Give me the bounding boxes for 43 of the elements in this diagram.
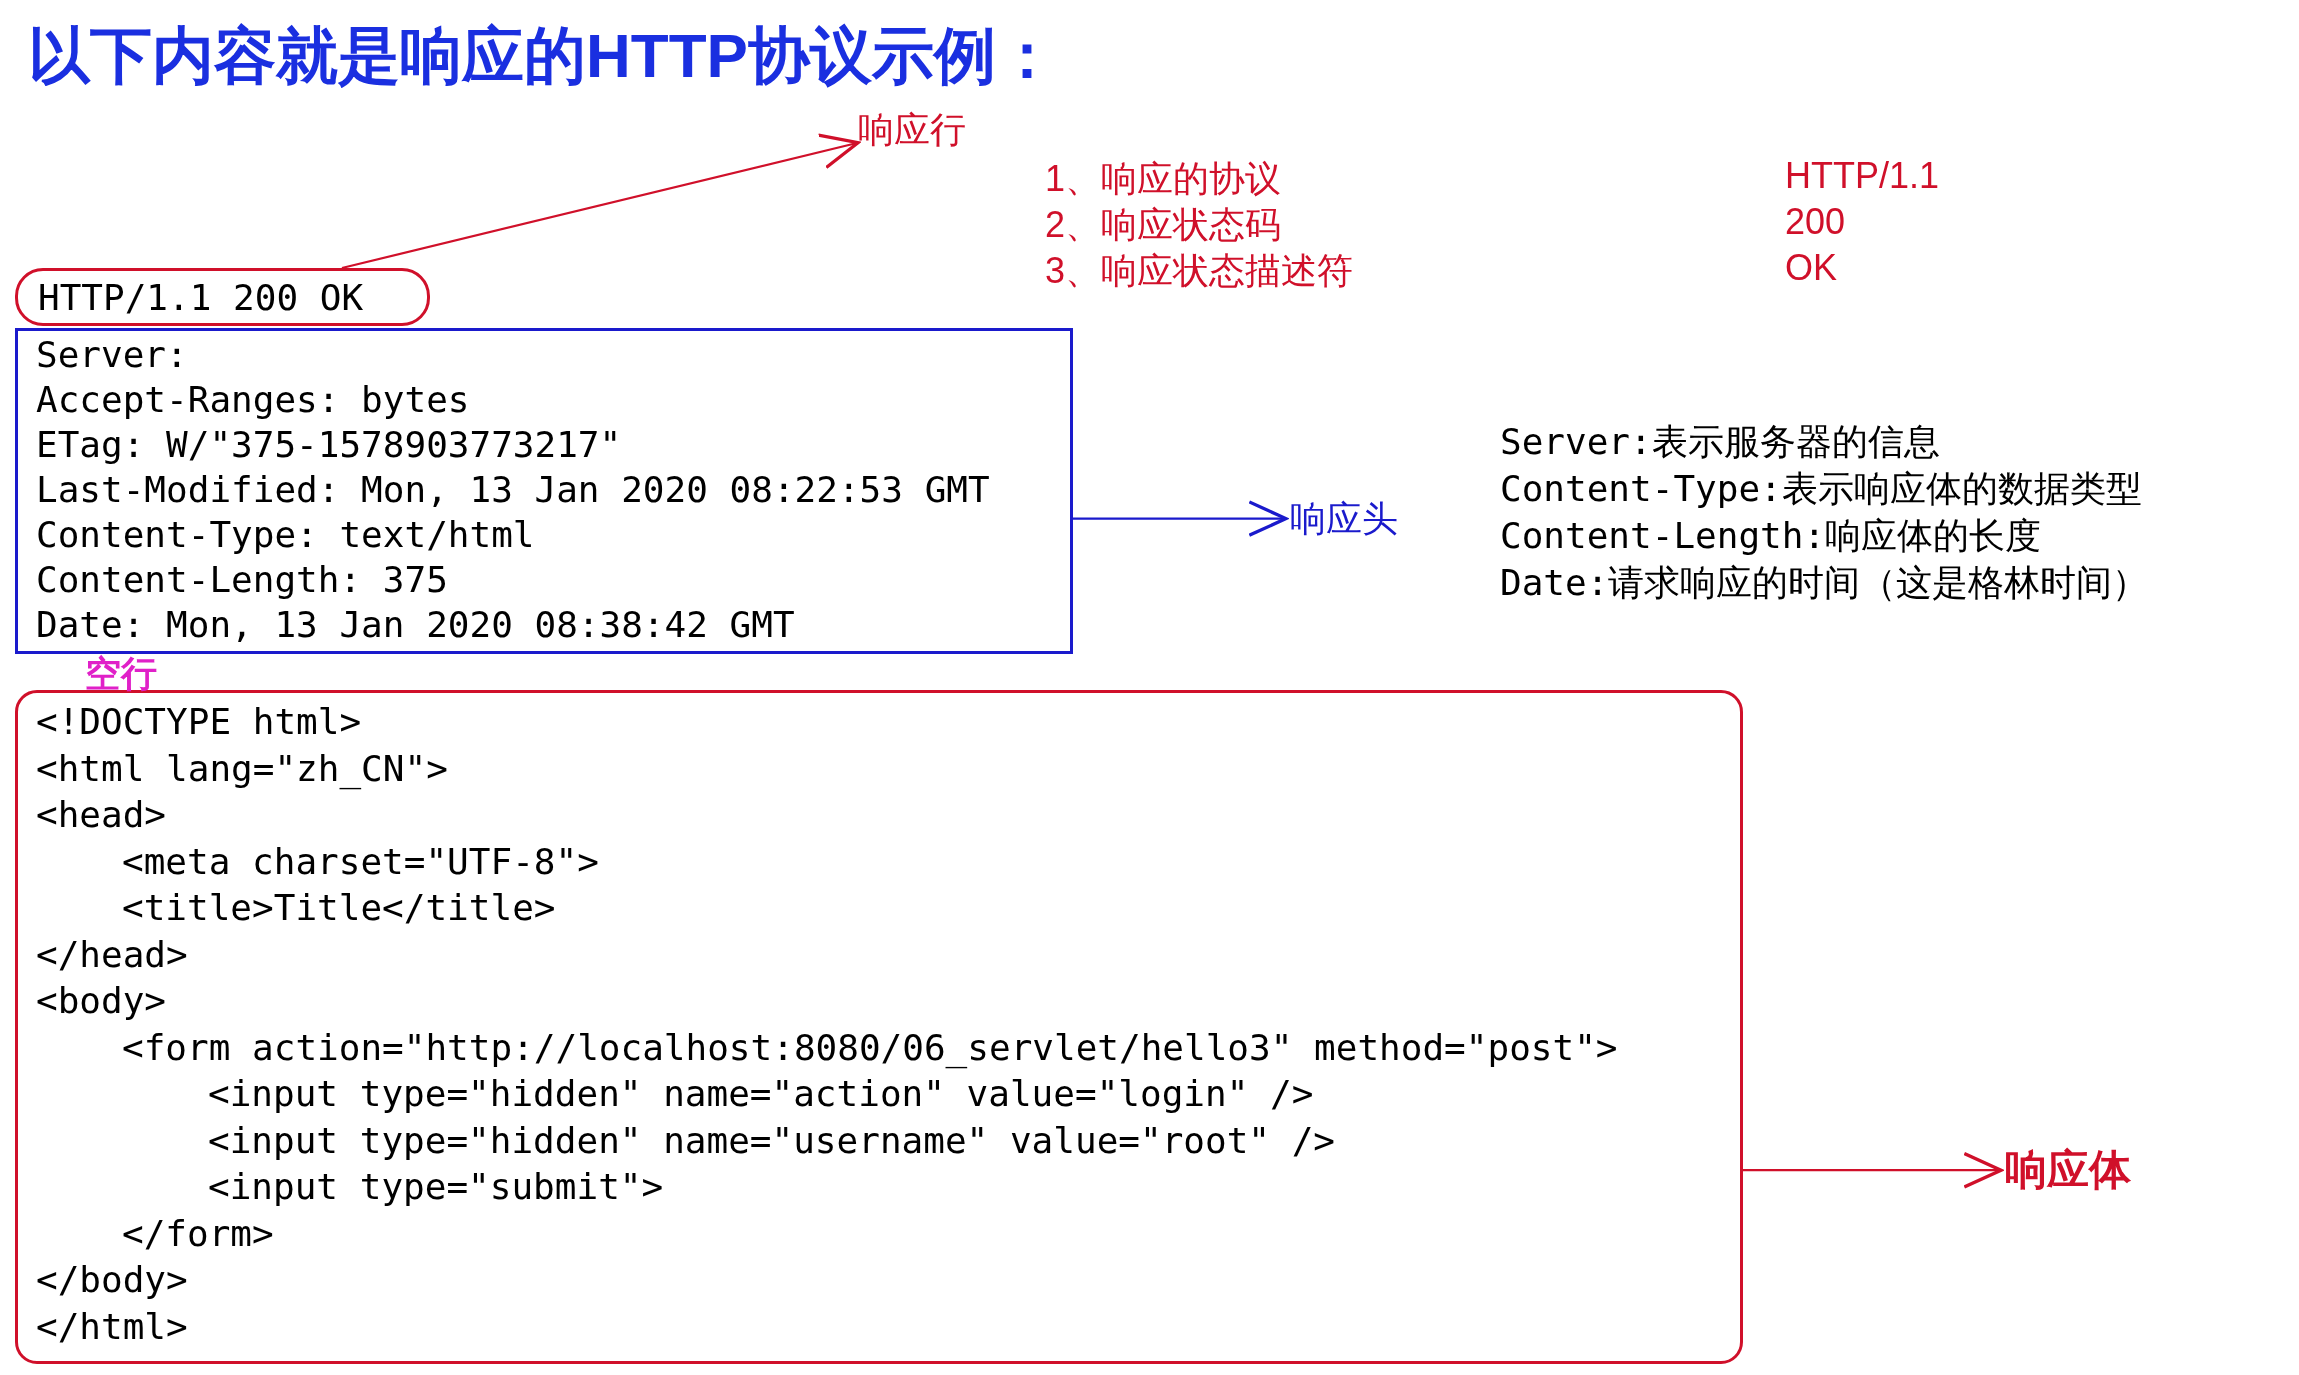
code-line: Content-Type: text/html — [36, 513, 535, 557]
code-line: <input type="hidden" name="action" value="login" /> — [208, 1072, 1314, 1116]
note-text: Content-Type:表示响应体的数据类型 — [1500, 467, 2142, 511]
code-line: </html> — [36, 1304, 188, 1349]
code-line: Content-Length: 375 — [36, 558, 448, 602]
code-line: <input type="submit"> — [208, 1165, 664, 1209]
arrow — [341, 133, 860, 270]
value-text: OK — [1785, 247, 1837, 289]
list-item: 2、响应状态码 — [1045, 203, 1282, 247]
value-text: 200 — [1785, 201, 1846, 243]
code-line: <html lang="zh_CN"> — [36, 746, 448, 792]
note-text: Content-Length:响应体的长度 — [1500, 514, 2042, 558]
code-line: </body> — [36, 1258, 188, 1302]
status-line-box — [15, 268, 430, 326]
annotation-text: 空行 — [85, 652, 157, 696]
code-line: </head> — [36, 932, 188, 977]
callout-text: 响应头 — [1290, 497, 1398, 541]
code-line: ETag: W/"375-1578903773217" — [36, 423, 622, 467]
value-text: HTTP/1.1 — [1785, 155, 1940, 197]
code-line: <input type="hidden" name="username" value="root" /> — [208, 1118, 1336, 1163]
code-line: <meta charset="UTF-8"> — [122, 839, 599, 884]
page-title: 以下内容就是响应的HTTP协议示例： — [28, 20, 1058, 92]
code-line: <form action="http://localhost:8080/06_servlet/hello3" method="post"> — [122, 1025, 1618, 1071]
note-text: Server:表示服务器的信息 — [1500, 420, 1940, 464]
code-line: <head> — [36, 793, 167, 837]
code-line: Server: — [36, 333, 188, 377]
code-line: <!DOCTYPE html> — [36, 700, 362, 744]
list-item: 1、响应的协议 — [1045, 157, 1282, 201]
callout-text: 响应行 — [858, 108, 966, 152]
code-line: </form> — [122, 1211, 274, 1256]
code-line: Date: Mon, 13 Jan 2020 08:38:42 GMT — [36, 603, 795, 647]
list-item: 3、响应状态描述符 — [1045, 249, 1354, 293]
arrow — [1743, 1151, 2003, 1189]
body-box — [15, 690, 1743, 1364]
code-line: <body> — [36, 979, 167, 1023]
header-box — [15, 328, 1073, 654]
code-line: HTTP/1.1 200 OK — [38, 276, 364, 320]
code-line: <title>Title</title> — [122, 886, 556, 930]
code-line: Last-Modified: Mon, 13 Jan 2020 08:22:53 GMT — [36, 468, 990, 512]
code-line: Accept-Ranges: bytes — [36, 378, 470, 422]
arrow — [1073, 500, 1288, 537]
callout-text: 响应体 — [2005, 1145, 2131, 1196]
note-text: Date:请求响应的时间（这是格林时间） — [1500, 561, 2149, 605]
